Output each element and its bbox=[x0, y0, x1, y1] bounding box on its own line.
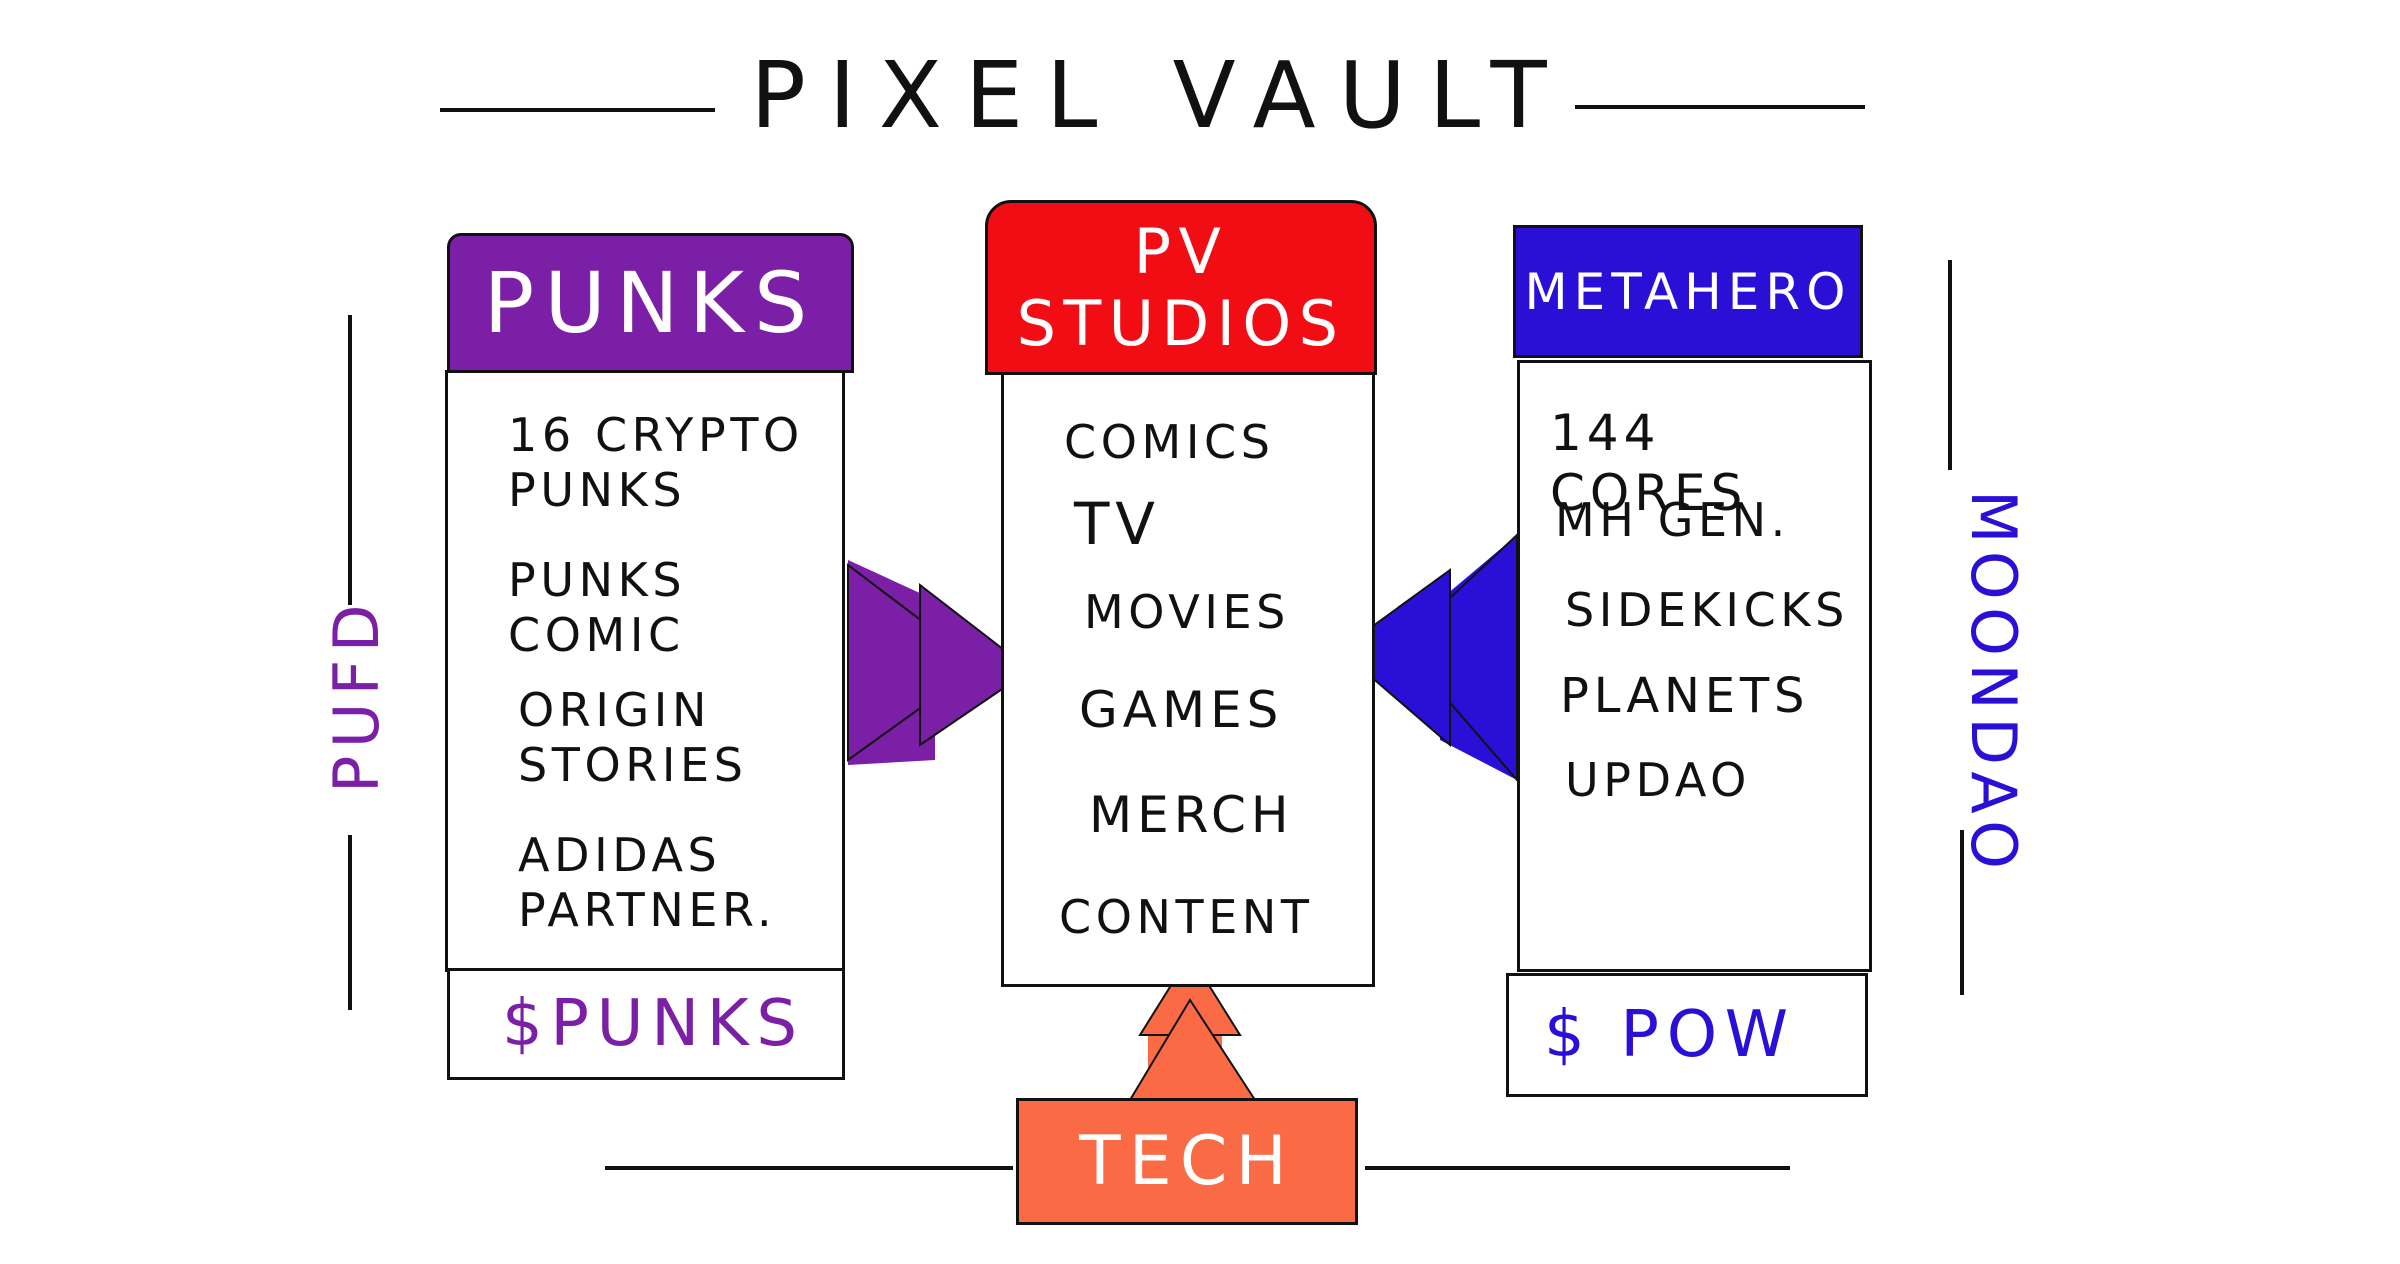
metahero-item-1: 144 CORES bbox=[1550, 404, 1748, 522]
punks-item-2: PUNKS COMIC bbox=[508, 553, 687, 663]
punks-item-4: ADIDAS PARTNER. bbox=[518, 828, 777, 938]
metahero-side-label: MOONDAO bbox=[1957, 490, 2030, 877]
metahero-arrow-head-2 bbox=[1338, 568, 1451, 748]
punks-arrow-head-1 bbox=[847, 562, 982, 762]
metahero-item-2: MH GEN. bbox=[1555, 493, 1790, 547]
pv-item-5: MERCH bbox=[1089, 786, 1294, 844]
metahero-item-3: SIDEKICKS bbox=[1565, 583, 1849, 637]
metahero-item-5: UPDAO bbox=[1565, 753, 1751, 807]
diagram-title: PIXEL VAULT bbox=[750, 41, 1570, 149]
tech-box: TECH bbox=[1016, 1098, 1358, 1225]
punks-item-3: ORIGIN STORIES bbox=[518, 683, 748, 793]
pv-studios-box: COMICS TV MOVIES GAMES MERCH CONTENT bbox=[1001, 372, 1375, 987]
punks-arrow-head-2 bbox=[919, 582, 1032, 747]
metahero-token: $ POW bbox=[1506, 973, 1868, 1097]
metahero-box: 144 CORES MH GEN. SIDEKICKS PLANETS UPDA… bbox=[1517, 360, 1872, 972]
metahero-header: METAHERO bbox=[1513, 225, 1863, 358]
punks-item-1: 16 CRYPTO PUNKS bbox=[508, 408, 804, 518]
pv-item-1: COMICS bbox=[1064, 415, 1275, 469]
punks-token: $PUNKS bbox=[447, 968, 845, 1080]
punks-side-label: PUFD bbox=[320, 597, 393, 793]
pv-studios-header: PV STUDIOS bbox=[985, 200, 1377, 375]
pv-item-4: GAMES bbox=[1079, 681, 1284, 739]
pv-item-6: CONTENT bbox=[1059, 890, 1314, 944]
punks-box: 16 CRYPTO PUNKS PUNKS COMIC ORIGIN STORI… bbox=[445, 370, 845, 972]
metahero-item-4: PLANETS bbox=[1560, 668, 1810, 724]
pv-item-3: MOVIES bbox=[1084, 585, 1290, 639]
pv-item-2: TV bbox=[1074, 490, 1161, 558]
punks-header: PUNKS bbox=[447, 233, 854, 373]
